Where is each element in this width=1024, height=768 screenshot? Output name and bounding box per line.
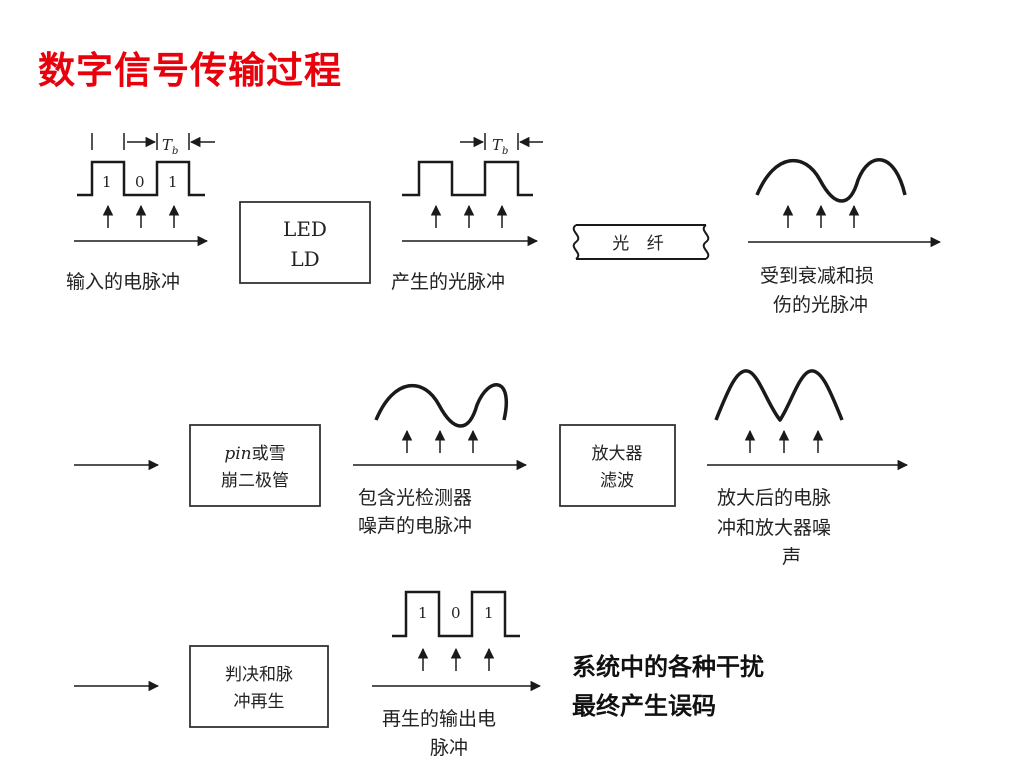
ld-label: LD xyxy=(290,247,319,271)
bit-label: 0 xyxy=(451,604,461,622)
regen-label-line1: 再生的输出电 xyxy=(382,708,496,730)
fiber-label: 光 纤 xyxy=(612,234,669,254)
input-pulse-label: 输入的电脉冲 xyxy=(66,271,180,293)
pulse-waveform xyxy=(402,160,533,197)
attenuated-label-line2: 伤的光脉冲 xyxy=(773,294,868,316)
tb-label: Tb xyxy=(492,136,508,157)
detected-label-line2: 噪声的电脉冲 xyxy=(358,515,472,537)
detector-box: pin或雪 崩二极管 xyxy=(189,424,321,507)
bit-label: 1 xyxy=(102,173,112,191)
optical-fiber: 光 纤 xyxy=(572,224,710,260)
led-label: LED xyxy=(283,217,327,241)
pulse-waveform xyxy=(77,160,205,197)
fiber-end-left xyxy=(572,224,580,260)
fiber-end-right xyxy=(702,224,710,260)
amp-label-line1: 放大器 xyxy=(592,444,643,464)
bit-label: 0 xyxy=(135,173,145,191)
optical-pulse: Tb 产生的光脉冲 xyxy=(391,133,543,293)
decision-label-line1: 判决和脉 xyxy=(225,665,293,685)
amplified-waveform xyxy=(714,369,844,422)
amplifier-filter-box: 放大器 滤波 xyxy=(559,424,676,507)
amp-label-line2: 滤波 xyxy=(600,471,634,491)
attenuated-optical-pulse: 受到衰减和损 伤的光脉冲 xyxy=(748,158,942,316)
tb-label: Tb xyxy=(162,136,178,157)
pulse-waveform xyxy=(392,590,520,638)
regenerated-pulse: 1 0 1 再生的输出电 脉冲 xyxy=(372,590,542,759)
attenuated-waveform xyxy=(755,158,907,203)
note-line1: 系统中的各种干扰 xyxy=(572,653,764,681)
amplified-pulse: 放大后的电脉 冲和放大器噪 声 xyxy=(707,369,909,568)
detected-electrical-pulse: 包含光检测器 噪声的电脉冲 xyxy=(353,383,528,537)
decision-regeneration-box: 判决和脉 冲再生 xyxy=(189,645,329,728)
page-title: 数字信号传输过程 xyxy=(38,48,342,92)
bit-label: 1 xyxy=(484,604,494,622)
detected-label-line1: 包含光检测器 xyxy=(358,487,472,509)
detected-waveform xyxy=(374,383,509,428)
optical-pulse-label: 产生的光脉冲 xyxy=(391,271,505,293)
note-line2: 最终产生误码 xyxy=(572,692,716,720)
led-ld-box: LED LD xyxy=(239,201,371,284)
detector-label-line2: 崩二极管 xyxy=(221,471,289,491)
amplified-label-line3: 声 xyxy=(782,546,801,568)
amplified-label-line2: 冲和放大器噪 xyxy=(717,517,831,539)
regen-label-line2: 脉冲 xyxy=(430,737,468,759)
bit-label: 1 xyxy=(418,604,428,622)
attenuated-label-line1: 受到衰减和损 xyxy=(760,265,874,287)
input-electrical-pulse: Tb 1 0 1 输入的电脉冲 xyxy=(66,133,215,293)
error-note: 系统中的各种干扰 最终产生误码 xyxy=(572,653,764,720)
amplified-label-line1: 放大后的电脉 xyxy=(717,487,831,509)
bit-label: 1 xyxy=(168,173,178,191)
detector-label-line1: pin或雪 xyxy=(224,444,285,464)
decision-label-line2: 冲再生 xyxy=(234,692,285,712)
